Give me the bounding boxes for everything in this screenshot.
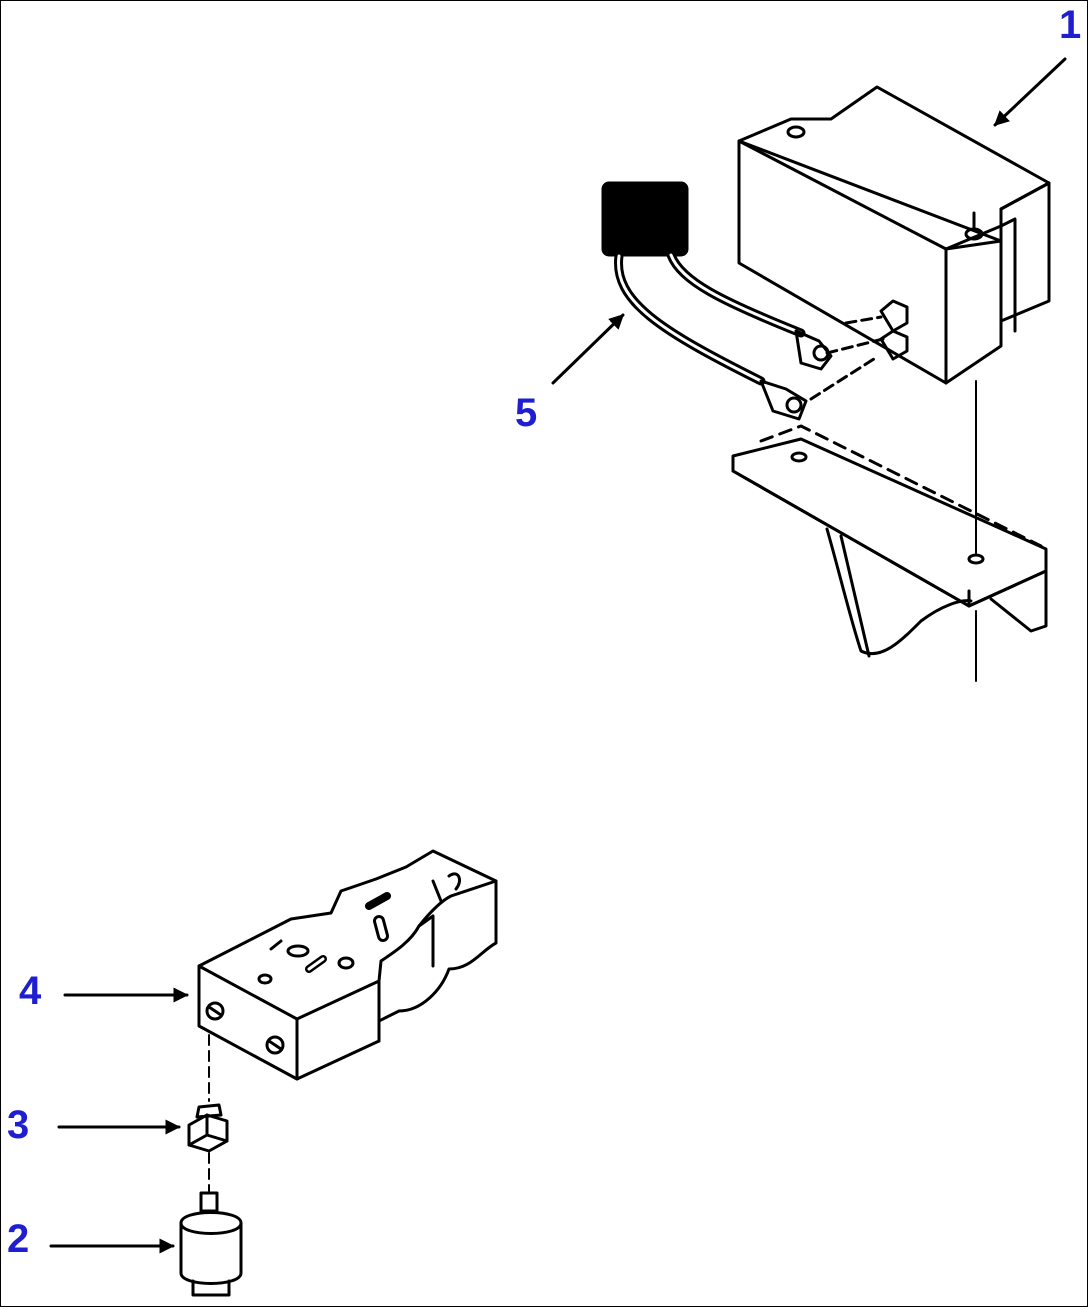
part-4-block xyxy=(197,849,498,1081)
leader-arrows xyxy=(49,57,1067,1254)
arrow-5 xyxy=(551,313,625,385)
callout-1: 1 xyxy=(1059,3,1082,47)
mounting-bracket xyxy=(731,424,1048,658)
part-5-cable xyxy=(601,181,909,421)
part-2-switch xyxy=(179,1191,243,1297)
part-1-box xyxy=(737,85,1051,385)
part-3-fitting xyxy=(187,1103,229,1153)
arrow-1 xyxy=(993,57,1067,127)
callout-5: 5 xyxy=(515,391,538,435)
callout-4: 4 xyxy=(19,969,42,1013)
callout-3: 3 xyxy=(7,1103,30,1147)
callout-2: 2 xyxy=(7,1217,30,1261)
